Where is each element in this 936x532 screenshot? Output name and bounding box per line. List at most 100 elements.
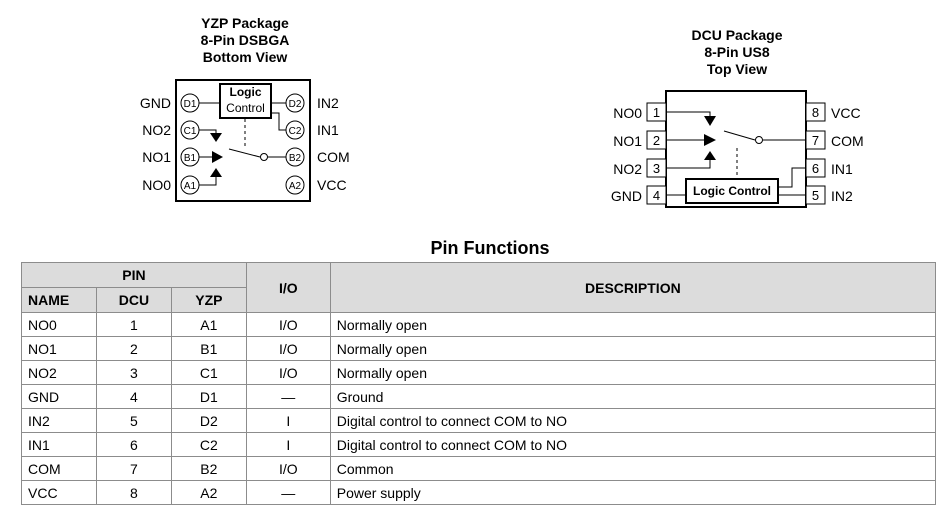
io-header: I/O xyxy=(245,262,331,313)
io-cell: I/O xyxy=(245,360,331,385)
yzp-title-line: 8-Pin DSBGA xyxy=(200,32,290,48)
io-cell: I/O xyxy=(245,336,331,361)
dcu-pin-name: NO2 xyxy=(613,161,642,177)
table-row: NO2 3 C1 I/O Normally open xyxy=(21,360,936,385)
pinout-diagrams: Logic Control D1 C1 B1 A1 D2 C2 B2 A2 GN… xyxy=(140,79,864,208)
yzp-contact-arrow xyxy=(212,151,223,163)
dcu-pin-number: 6 xyxy=(812,161,819,176)
yzp-package-title: YZP Package 8-Pin DSBGA Bottom View xyxy=(160,15,330,66)
yzp-pin-name: COM xyxy=(317,149,350,165)
table-row: IN2 5 D2 I Digital control to connect CO… xyxy=(21,408,936,433)
description-cell: Normally open xyxy=(329,312,936,337)
dcu-pin-number: 7 xyxy=(812,133,819,148)
io-cell: I xyxy=(245,432,331,457)
dcu-pin-name: NO0 xyxy=(613,105,642,121)
dcu-pin-name: COM xyxy=(831,133,864,149)
pin-name-cell: COM xyxy=(21,456,97,481)
dcu-title-line: DCU Package xyxy=(691,27,783,43)
pin-group-header: PIN xyxy=(21,262,247,288)
io-cell: — xyxy=(245,480,331,505)
dcu-cell: 1 xyxy=(95,312,172,337)
dcu-package-title: DCU Package 8-Pin US8 Top View xyxy=(652,27,822,78)
dcu-cell: 4 xyxy=(95,384,172,409)
yzp-title-line: YZP Package xyxy=(201,15,289,31)
dcu-package-diagram: 1 2 3 4 8 7 6 5 NO0 NO1 NO2 GND VCC COM … xyxy=(611,90,864,208)
dcu-switch-pivot xyxy=(755,136,763,144)
yzp-cell: D1 xyxy=(170,384,247,409)
description-cell: Digital control to connect COM to NO xyxy=(329,408,936,433)
description-cell: Power supply xyxy=(329,480,936,505)
pin-name-cell: NO0 xyxy=(21,312,97,337)
dcu-pin-name: NO1 xyxy=(613,133,642,149)
yzp-ball-label: C2 xyxy=(289,126,302,137)
yzp-logic-label: Control xyxy=(226,101,265,115)
yzp-package-diagram: Logic Control D1 C1 B1 A1 D2 C2 B2 A2 GN… xyxy=(140,79,350,202)
dcu-title-line: Top View xyxy=(706,61,768,77)
yzp-switch-pivot xyxy=(260,153,268,161)
yzp-header: YZP xyxy=(170,287,247,313)
yzp-title-line: Bottom View xyxy=(202,49,288,65)
description-cell: Common xyxy=(329,456,936,481)
yzp-logic-label: Logic xyxy=(230,85,262,99)
yzp-contact-arrow xyxy=(210,133,222,142)
table-row: GND 4 D1 — Ground xyxy=(21,384,936,409)
name-header: NAME xyxy=(21,287,97,313)
dcu-contact-arrow xyxy=(704,116,716,126)
dcu-cell: 5 xyxy=(95,408,172,433)
dcu-logic-control-box xyxy=(685,178,779,204)
yzp-cell: D2 xyxy=(170,408,247,433)
yzp-logic-control-box xyxy=(219,83,272,119)
dcu-contact-arrow xyxy=(704,134,716,146)
table-row: IN1 6 C2 I Digital control to connect CO… xyxy=(21,432,936,457)
io-cell: I/O xyxy=(245,312,331,337)
yzp-ball-a2 xyxy=(285,175,305,195)
dcu-cell: 3 xyxy=(95,360,172,385)
pin-functions-table: PIN I/O DESCRIPTION NAME DCU YZP NO0 1 A… xyxy=(21,262,936,505)
description-cell: Normally open xyxy=(329,360,936,385)
io-cell: — xyxy=(245,384,331,409)
yzp-ball-label: B2 xyxy=(289,153,302,164)
dcu-contact-arrow xyxy=(704,151,716,160)
yzp-cell: C1 xyxy=(170,360,247,385)
pin-name-cell: GND xyxy=(21,384,97,409)
table-header-row: PIN I/O DESCRIPTION xyxy=(21,262,936,313)
yzp-ball-label: D2 xyxy=(289,99,302,110)
dcu-pin-number: 3 xyxy=(653,161,660,176)
dcu-pin-number: 1 xyxy=(653,105,660,120)
yzp-contact-arrow xyxy=(210,168,222,177)
description-header: DESCRIPTION xyxy=(329,262,936,313)
description-cell: Digital control to connect COM to NO xyxy=(329,432,936,457)
dcu-pin-number: 5 xyxy=(812,188,819,203)
pin-name-cell: IN1 xyxy=(21,432,97,457)
io-cell: I/O xyxy=(245,456,331,481)
yzp-cell: B1 xyxy=(170,336,247,361)
yzp-cell: A1 xyxy=(170,312,247,337)
pin-name-cell: IN2 xyxy=(21,408,97,433)
yzp-ball-label: D1 xyxy=(184,99,197,110)
pin-name-cell: NO1 xyxy=(21,336,97,361)
dcu-pin-8 xyxy=(805,102,826,122)
description-cell: Normally open xyxy=(329,336,936,361)
yzp-pin-name: NO1 xyxy=(142,149,171,165)
io-cell: I xyxy=(245,408,331,433)
yzp-pin-name: VCC xyxy=(317,177,347,193)
yzp-ball-label: C1 xyxy=(184,126,197,137)
dcu-pin-name: GND xyxy=(611,188,642,204)
yzp-pin-name: NO2 xyxy=(142,122,171,138)
yzp-pin-name: NO0 xyxy=(142,177,171,193)
dcu-pin-number: 8 xyxy=(812,105,819,120)
pin-functions-title: Pin Functions xyxy=(430,238,550,258)
yzp-pin-name: IN2 xyxy=(317,95,339,111)
yzp-ball-label: B1 xyxy=(184,153,197,164)
table-header-row: NAME DCU YZP xyxy=(21,287,936,313)
dcu-title-line: 8-Pin US8 xyxy=(704,44,770,60)
dcu-pin-number: 2 xyxy=(653,133,660,148)
dcu-pin-name: VCC xyxy=(831,105,861,121)
dcu-pin-name: IN2 xyxy=(831,188,853,204)
dcu-cell: 2 xyxy=(95,336,172,361)
dcu-internal-wiring xyxy=(666,111,806,196)
table-row: VCC 8 A2 — Power supply xyxy=(21,480,936,505)
yzp-cell: C2 xyxy=(170,432,247,457)
table-row: COM 7 B2 I/O Common xyxy=(21,456,936,481)
pin-name-cell: VCC xyxy=(21,480,97,505)
